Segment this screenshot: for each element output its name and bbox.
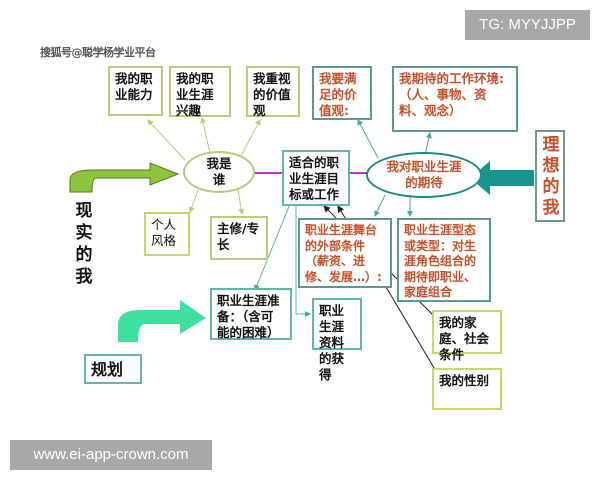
box-gender: 我的性别	[432, 368, 502, 410]
label-real-self: 现实的我	[75, 201, 93, 287]
box-career-ability: 我的职业能力	[108, 66, 163, 116]
box-career-type: 职业生涯型态或类型：对生涯角色组合的期待即职业、家庭组合	[397, 218, 491, 302]
box-personal-style: 个人风格	[144, 212, 190, 256]
box-family-social: 我的家庭、社会条件	[432, 310, 502, 362]
box-work-environment: 我期待的工作环境:（人、事物、资料、观念）	[392, 66, 518, 132]
box-career-goal: 适合的职业生涯目标或工作	[282, 150, 350, 206]
box-external-conditions: 职业生涯舞台的外部条件（薪资、进修、发展…）:	[298, 218, 392, 288]
label-ideal-self: 理想的我	[542, 135, 560, 218]
box-major: 主修/专长	[210, 216, 268, 260]
box-career-preparation: 职业生涯准备：（含可能的困难）	[210, 288, 292, 340]
node-career-expectation: 我对职业生涯的期待	[366, 152, 482, 198]
label-planning: 规划	[84, 354, 142, 384]
career-expectation-label: 我对职业生涯的期待	[386, 159, 462, 190]
box-satisfy-values: 我要满足的价值观:	[312, 66, 372, 120]
site-watermark: www.ei-app-crown.com	[10, 440, 212, 470]
who-am-i-label: 我是谁	[206, 156, 232, 187]
tg-watermark: TG: MYYJJPP	[465, 10, 590, 40]
node-who-am-i: 我是谁	[183, 151, 255, 193]
box-ideal-self: 理想的我	[535, 130, 565, 222]
source-watermark: 搜狐号@聪学杨学业平台	[40, 46, 156, 59]
box-career-info: 职业生涯资料的获得	[312, 298, 362, 382]
box-career-interest: 我的职业生涯兴趣	[169, 66, 231, 118]
box-values: 我重视的价值观	[246, 66, 300, 118]
